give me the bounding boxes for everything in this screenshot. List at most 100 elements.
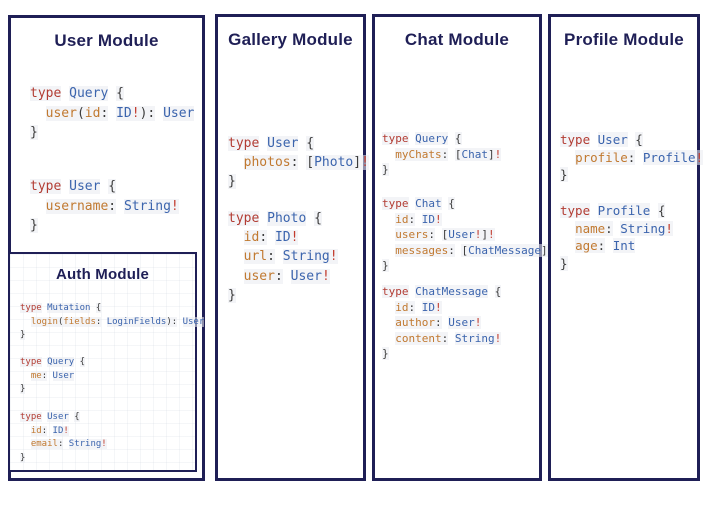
code-token: : [57,439,64,449]
code-token: : [267,249,275,265]
code-token: myChats [395,147,442,161]
code-token: { [116,86,124,101]
code-token: type [228,136,260,151]
code-token: ! [170,198,179,214]
code-token [590,132,598,147]
code-line: author: User! [382,315,501,331]
code-token: : [441,147,449,161]
code-line: type Chat { [382,196,554,212]
gallery-module-panel: Gallery Module type User { photos: [Phot… [215,14,369,481]
code-line: profile: Profile! [560,149,704,167]
code-token: { [454,132,462,145]
code-token: String [282,249,330,265]
code-line: myChats: [Chat]! [382,147,502,163]
code-token: [ [441,228,449,241]
code-token: content [395,331,442,345]
code-token: [ [461,243,469,257]
code-token: User [267,136,299,151]
code-line: type Profile { [560,202,673,220]
code-line: } [228,286,338,305]
code-token [415,301,422,314]
code-token [382,332,395,345]
code-token: ! [488,228,495,241]
code-token: User [69,179,101,194]
code-token [30,199,46,214]
code-token [20,317,31,327]
code-token: Int [612,238,636,253]
code-token: type [228,211,260,226]
code-token: id [243,230,260,246]
code-token [155,106,163,121]
code-token: { [79,357,86,367]
code-line: photos: [Photo]! [228,153,369,172]
code-token: type [20,412,42,422]
code-token: User [448,316,475,329]
profile-type-code-block: type Profile { name: String! age: Int} [560,202,673,272]
code-token: ] [540,243,548,257]
code-token: : [428,228,435,241]
code-token [435,228,442,241]
code-line: user(id: ID!): User [30,104,195,124]
code-token: ! [321,268,330,284]
code-token: ] [487,147,495,161]
code-token: ID [116,105,132,121]
code-token: type [382,197,409,210]
code-token: String [123,198,171,214]
user-type-code-block: type User { username: String!} [30,177,179,236]
code-token: : [408,300,416,314]
code-token: Profile [642,149,696,165]
code-line: } [30,216,179,236]
code-token: Photo [314,155,354,171]
code-token: : [259,230,268,246]
user-module-title: User Module [54,31,159,50]
code-token: ( [57,316,64,327]
code-token [259,211,267,226]
code-token: ): [166,316,178,327]
code-token: ! [329,249,338,265]
code-token: Query [47,357,75,367]
code-token [382,148,395,161]
code-token: ] [353,155,362,171]
code-line: } [382,162,501,178]
code-token [74,357,79,367]
code-token: [ [454,147,462,161]
code-token [605,238,613,253]
code-line: id: ID! [382,212,554,228]
code-token: Mutation [47,303,91,313]
code-token [20,371,31,381]
code-token [382,228,395,241]
code-token: ID [274,230,291,246]
chat-module-panel: Chat Module type Query { myChats: [Chat]… [372,14,555,481]
chat-query-code-block: type Query { myChats: [Chat]!} [382,131,502,178]
code-line: age: Int [560,237,673,255]
code-token [47,371,52,381]
code-token: profile [575,149,628,165]
auth-query-code-block: type Query { me: User} [20,356,86,397]
code-line: type ChatMessage { [382,284,502,300]
code-token: ): [139,105,156,121]
code-token: user [45,105,77,121]
code-token [228,155,244,170]
gallery-module-title: Gallery Module [228,30,353,49]
code-token: type [20,303,42,313]
code-token: ID [52,425,64,436]
code-token: users [395,228,429,241]
code-line: id: ID! [20,425,107,439]
code-token: login [30,316,58,327]
code-token [108,106,116,121]
code-token: } [30,218,38,233]
code-token: username [45,198,109,214]
code-token [306,211,314,226]
code-token: type [30,179,62,194]
code-token: String [620,220,666,236]
code-token: : [627,149,636,165]
code-token: User [163,105,195,121]
code-token [283,269,291,284]
code-token: { [494,285,502,298]
code-token: ! [474,228,482,241]
code-line: } [20,383,85,397]
code-token: id [395,300,409,314]
code-token: { [657,203,666,218]
code-token [590,203,598,218]
